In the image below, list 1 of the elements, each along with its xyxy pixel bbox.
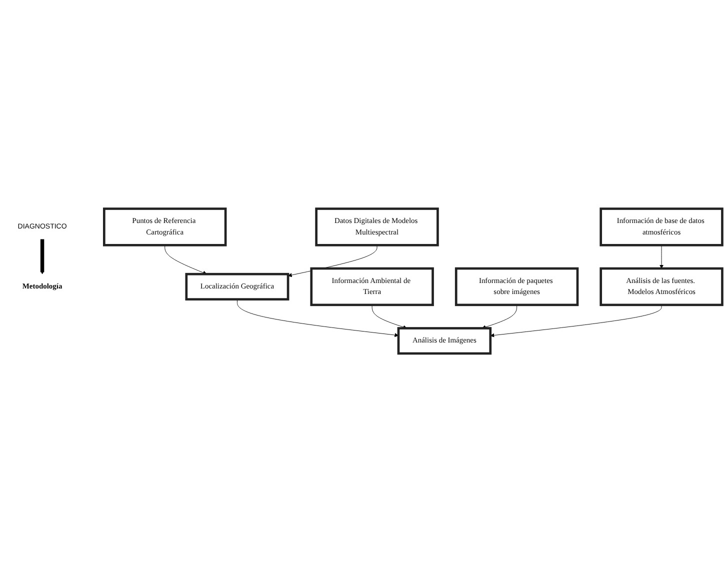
arrow	[40, 240, 44, 275]
